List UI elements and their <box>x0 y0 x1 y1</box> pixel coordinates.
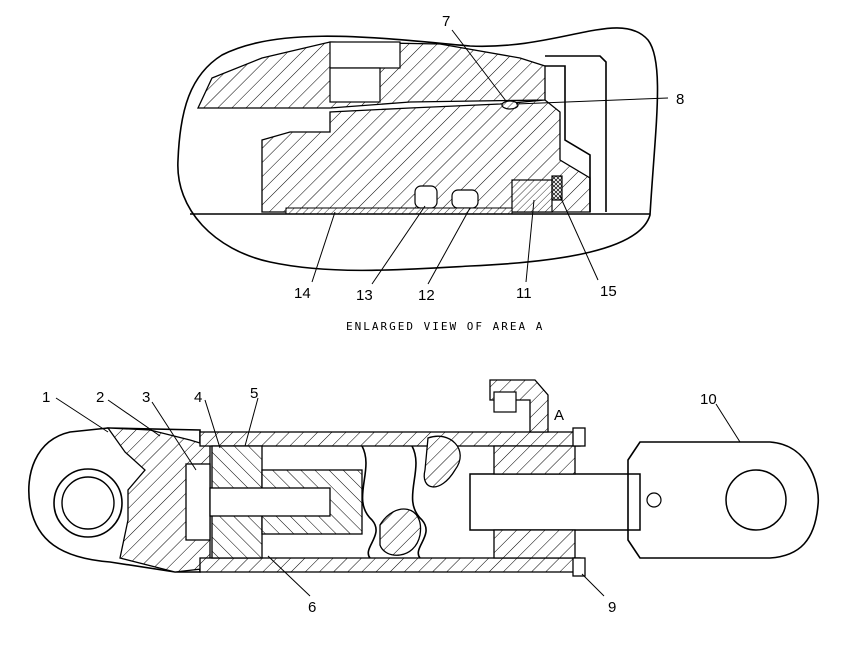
rod-end-bore <box>725 469 787 531</box>
ring-15 <box>551 175 563 201</box>
enlarged-view: 7 8 14 13 12 11 15 ENLARGED VIEW OF AREA… <box>177 13 684 333</box>
groove-12 <box>451 189 479 209</box>
rod-end-eye <box>627 441 820 559</box>
leader-4 <box>204 399 221 449</box>
grease-fitting <box>646 492 662 508</box>
leader-14 <box>311 211 336 283</box>
oring-7 <box>501 100 519 110</box>
port-block <box>493 391 517 413</box>
leader-13 <box>371 205 426 285</box>
front-gland <box>493 445 576 475</box>
callout-15: 15 <box>600 283 617 300</box>
rear-eye-bushing <box>61 476 115 530</box>
leader-9 <box>581 573 605 597</box>
cap-outline <box>545 55 607 212</box>
enlarged-view-caption: ENLARGED VIEW OF AREA A <box>346 320 544 333</box>
barrel-bottom-wall <box>199 557 581 573</box>
rod-bolt <box>209 487 331 517</box>
rear-eye <box>28 427 201 573</box>
callout-7: 7 <box>442 13 450 30</box>
leader-11 <box>525 199 535 283</box>
leader-8 <box>515 97 669 105</box>
callout-10: 10 <box>700 391 717 408</box>
break-fill-1 <box>423 435 461 488</box>
leader-1 <box>55 397 109 433</box>
rod-outer <box>469 473 641 531</box>
break-fill-2 <box>379 508 422 556</box>
leader-2 <box>107 399 161 437</box>
callout-2: 2 <box>96 389 104 406</box>
callout-6: 6 <box>308 599 316 616</box>
enlarged-view-outline <box>177 27 659 272</box>
leader-3 <box>151 401 197 471</box>
leader-5 <box>244 397 259 447</box>
leader-10 <box>715 403 741 443</box>
callout-12: 12 <box>418 287 435 304</box>
callout-14: 14 <box>294 285 311 302</box>
barrel-top-wall <box>199 431 581 447</box>
cylinder-assembly: 1 2 3 4 5 6 9 10 A <box>28 379 820 616</box>
bearing-14 <box>285 207 513 215</box>
callout-13: 13 <box>356 287 373 304</box>
wiper-top <box>572 427 586 447</box>
callout-8: 8 <box>676 91 684 108</box>
callout-5: 5 <box>250 385 258 402</box>
seal-11 <box>511 179 553 213</box>
callout-11: 11 <box>516 285 532 302</box>
groove-13 <box>414 185 438 209</box>
callout-1: 1 <box>42 389 50 406</box>
leader-7 <box>451 29 507 102</box>
piston-nut-3 <box>185 463 211 541</box>
wiper-bottom <box>572 557 586 577</box>
callout-3: 3 <box>142 389 150 406</box>
leader-12 <box>427 207 471 285</box>
rear-head <box>106 427 211 573</box>
callout-4: 4 <box>194 389 202 406</box>
gland-recess-2 <box>329 67 381 103</box>
break-right <box>411 445 427 559</box>
break-left <box>361 445 377 559</box>
area-a-marker: A <box>554 407 564 424</box>
front-gland-lower <box>493 529 576 559</box>
leader-15 <box>559 195 599 281</box>
gland-recess <box>329 41 401 69</box>
leader-6 <box>267 555 311 597</box>
callout-9: 9 <box>608 599 616 616</box>
